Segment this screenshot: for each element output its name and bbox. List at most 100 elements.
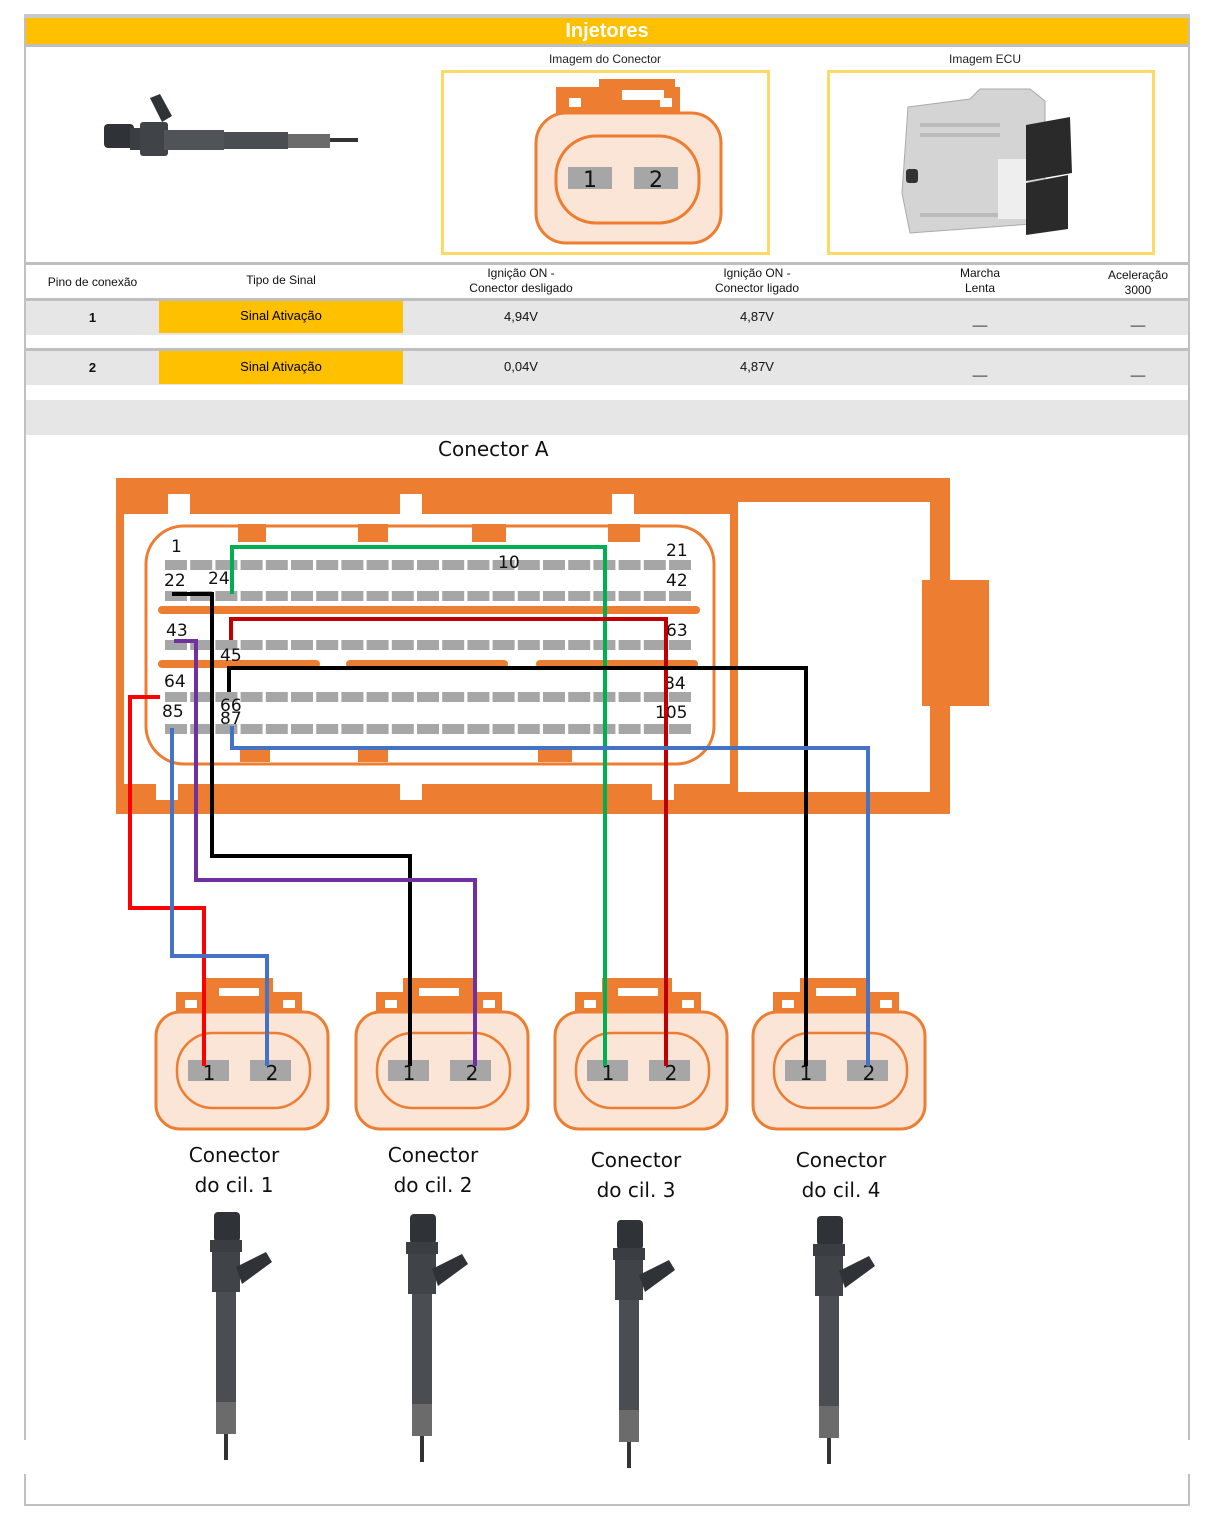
row2-idle: __ [972, 362, 988, 377]
injector-icon [104, 94, 358, 156]
ecu-pin [341, 692, 364, 702]
ecu-pin [215, 591, 238, 601]
ecu-pin [391, 692, 414, 702]
ecu-pin [492, 591, 515, 601]
ecu-pin [240, 724, 263, 734]
injector-icon [210, 1212, 272, 1460]
cil-pin-1-label: 1 [403, 1061, 416, 1085]
ecu-pin [190, 692, 213, 702]
ecu-pin [417, 591, 439, 601]
ecu-pin [543, 724, 565, 734]
ecu-pin [442, 591, 465, 601]
ecu-pin [643, 724, 666, 734]
ecu-pin [291, 560, 313, 570]
ecu-pin [366, 560, 389, 570]
ecu-pin [165, 724, 187, 734]
ecu-connector-label: Conector A [438, 437, 549, 461]
ecu-pin [190, 640, 213, 650]
cil1-label-l1: Conector [189, 1143, 280, 1167]
ecu-pin [517, 591, 540, 601]
ecu-pin-labels: 1 10 21 22 24 42 43 63 45 64 84 66 85 87… [162, 537, 688, 729]
header-pin: Pino de conexão [47, 275, 138, 289]
ecu-pin [366, 724, 389, 734]
row1-ign-on: 4,87V [740, 309, 774, 324]
table-top-divider [26, 262, 1188, 265]
ecu-pin [442, 640, 465, 650]
ecu-pin [669, 560, 691, 570]
connector-pin-1 [568, 167, 612, 189]
row1-signal: Sinal Ativação [159, 301, 403, 333]
ecu-pin [215, 560, 238, 570]
pin-label-43: 43 [166, 621, 188, 641]
ecu-pin [291, 640, 313, 650]
injector-icon [813, 1216, 875, 1464]
ecu-pin [366, 591, 389, 601]
cil-pin-2-label: 2 [466, 1061, 479, 1085]
header-divider [26, 298, 1188, 301]
cil3-label-l1: Conector [591, 1148, 682, 1172]
wire-black-pin66-cil4-pin1 [227, 666, 808, 1066]
ecu-pin [618, 560, 641, 570]
wire-darkred-pin45-cil3-pin2 [229, 617, 668, 1066]
ecu-pin [643, 591, 666, 601]
header-accel-line1: Aceleração [1107, 268, 1169, 282]
row-divider [26, 348, 1188, 351]
ecu-pin [316, 724, 339, 734]
header-ign-on: Ignição ON -Conector ligado [656, 266, 858, 296]
pin-label-42: 42 [666, 571, 688, 591]
ecu-image-caption: Imagem ECU [948, 52, 1022, 66]
pin-label-105: 105 [655, 703, 687, 723]
ecu-pin [316, 692, 339, 702]
header-idle-line2: Lenta [964, 281, 996, 295]
page-title: Injetores [26, 18, 1188, 44]
row2-ign-off: 0,04V [504, 359, 538, 374]
ecu-pin [643, 692, 666, 702]
ecu-pin [291, 692, 313, 702]
ecu-pin [442, 724, 465, 734]
header-accel-line2: 3000 [1124, 283, 1152, 297]
ecu-pin [265, 692, 288, 702]
ecu-pin [265, 560, 288, 570]
ecu-pin [517, 560, 540, 570]
ecu-pin [492, 560, 515, 570]
title-divider [26, 44, 1188, 47]
ecu-pin [568, 724, 591, 734]
ecu-pin [492, 724, 515, 734]
section-divider-band [26, 400, 1188, 435]
cil-pin-2-label: 2 [266, 1061, 279, 1085]
ecu-pin [568, 640, 591, 650]
pin-label-85: 85 [162, 702, 184, 722]
ecu-pin [366, 692, 389, 702]
ecu-pin [366, 640, 389, 650]
ecu-pin [568, 591, 591, 601]
ecu-pin [165, 640, 187, 650]
ecu-pin [669, 724, 691, 734]
ecu-pin [618, 640, 641, 650]
ecu-pin [517, 724, 540, 734]
ecu-pin [543, 591, 565, 601]
ecu-pin [190, 724, 213, 734]
ecu-pin [240, 560, 263, 570]
cil-pin-2 [847, 1060, 888, 1081]
cil-pin-2-label: 2 [665, 1061, 678, 1085]
ecu-pin [643, 640, 666, 650]
ecu-pin [417, 640, 439, 650]
ecu-pin [316, 560, 339, 570]
row2-pin: 2 [88, 360, 97, 375]
row2-signal: Sinal Ativação [159, 351, 403, 384]
ecu-pin [341, 560, 364, 570]
pin-label-66: 66 [220, 696, 242, 716]
row1-pin: 1 [88, 310, 97, 325]
ecu-pin [442, 692, 465, 702]
ecu-pin [215, 724, 238, 734]
ecu-image-box [827, 70, 1155, 255]
page-frame [24, 14, 1190, 1506]
cil1-label-l2: do cil. 1 [195, 1173, 274, 1197]
connector-image-box: 1 2 [441, 70, 770, 255]
wire-purple-pin43-cil2-pin2 [174, 639, 477, 1066]
